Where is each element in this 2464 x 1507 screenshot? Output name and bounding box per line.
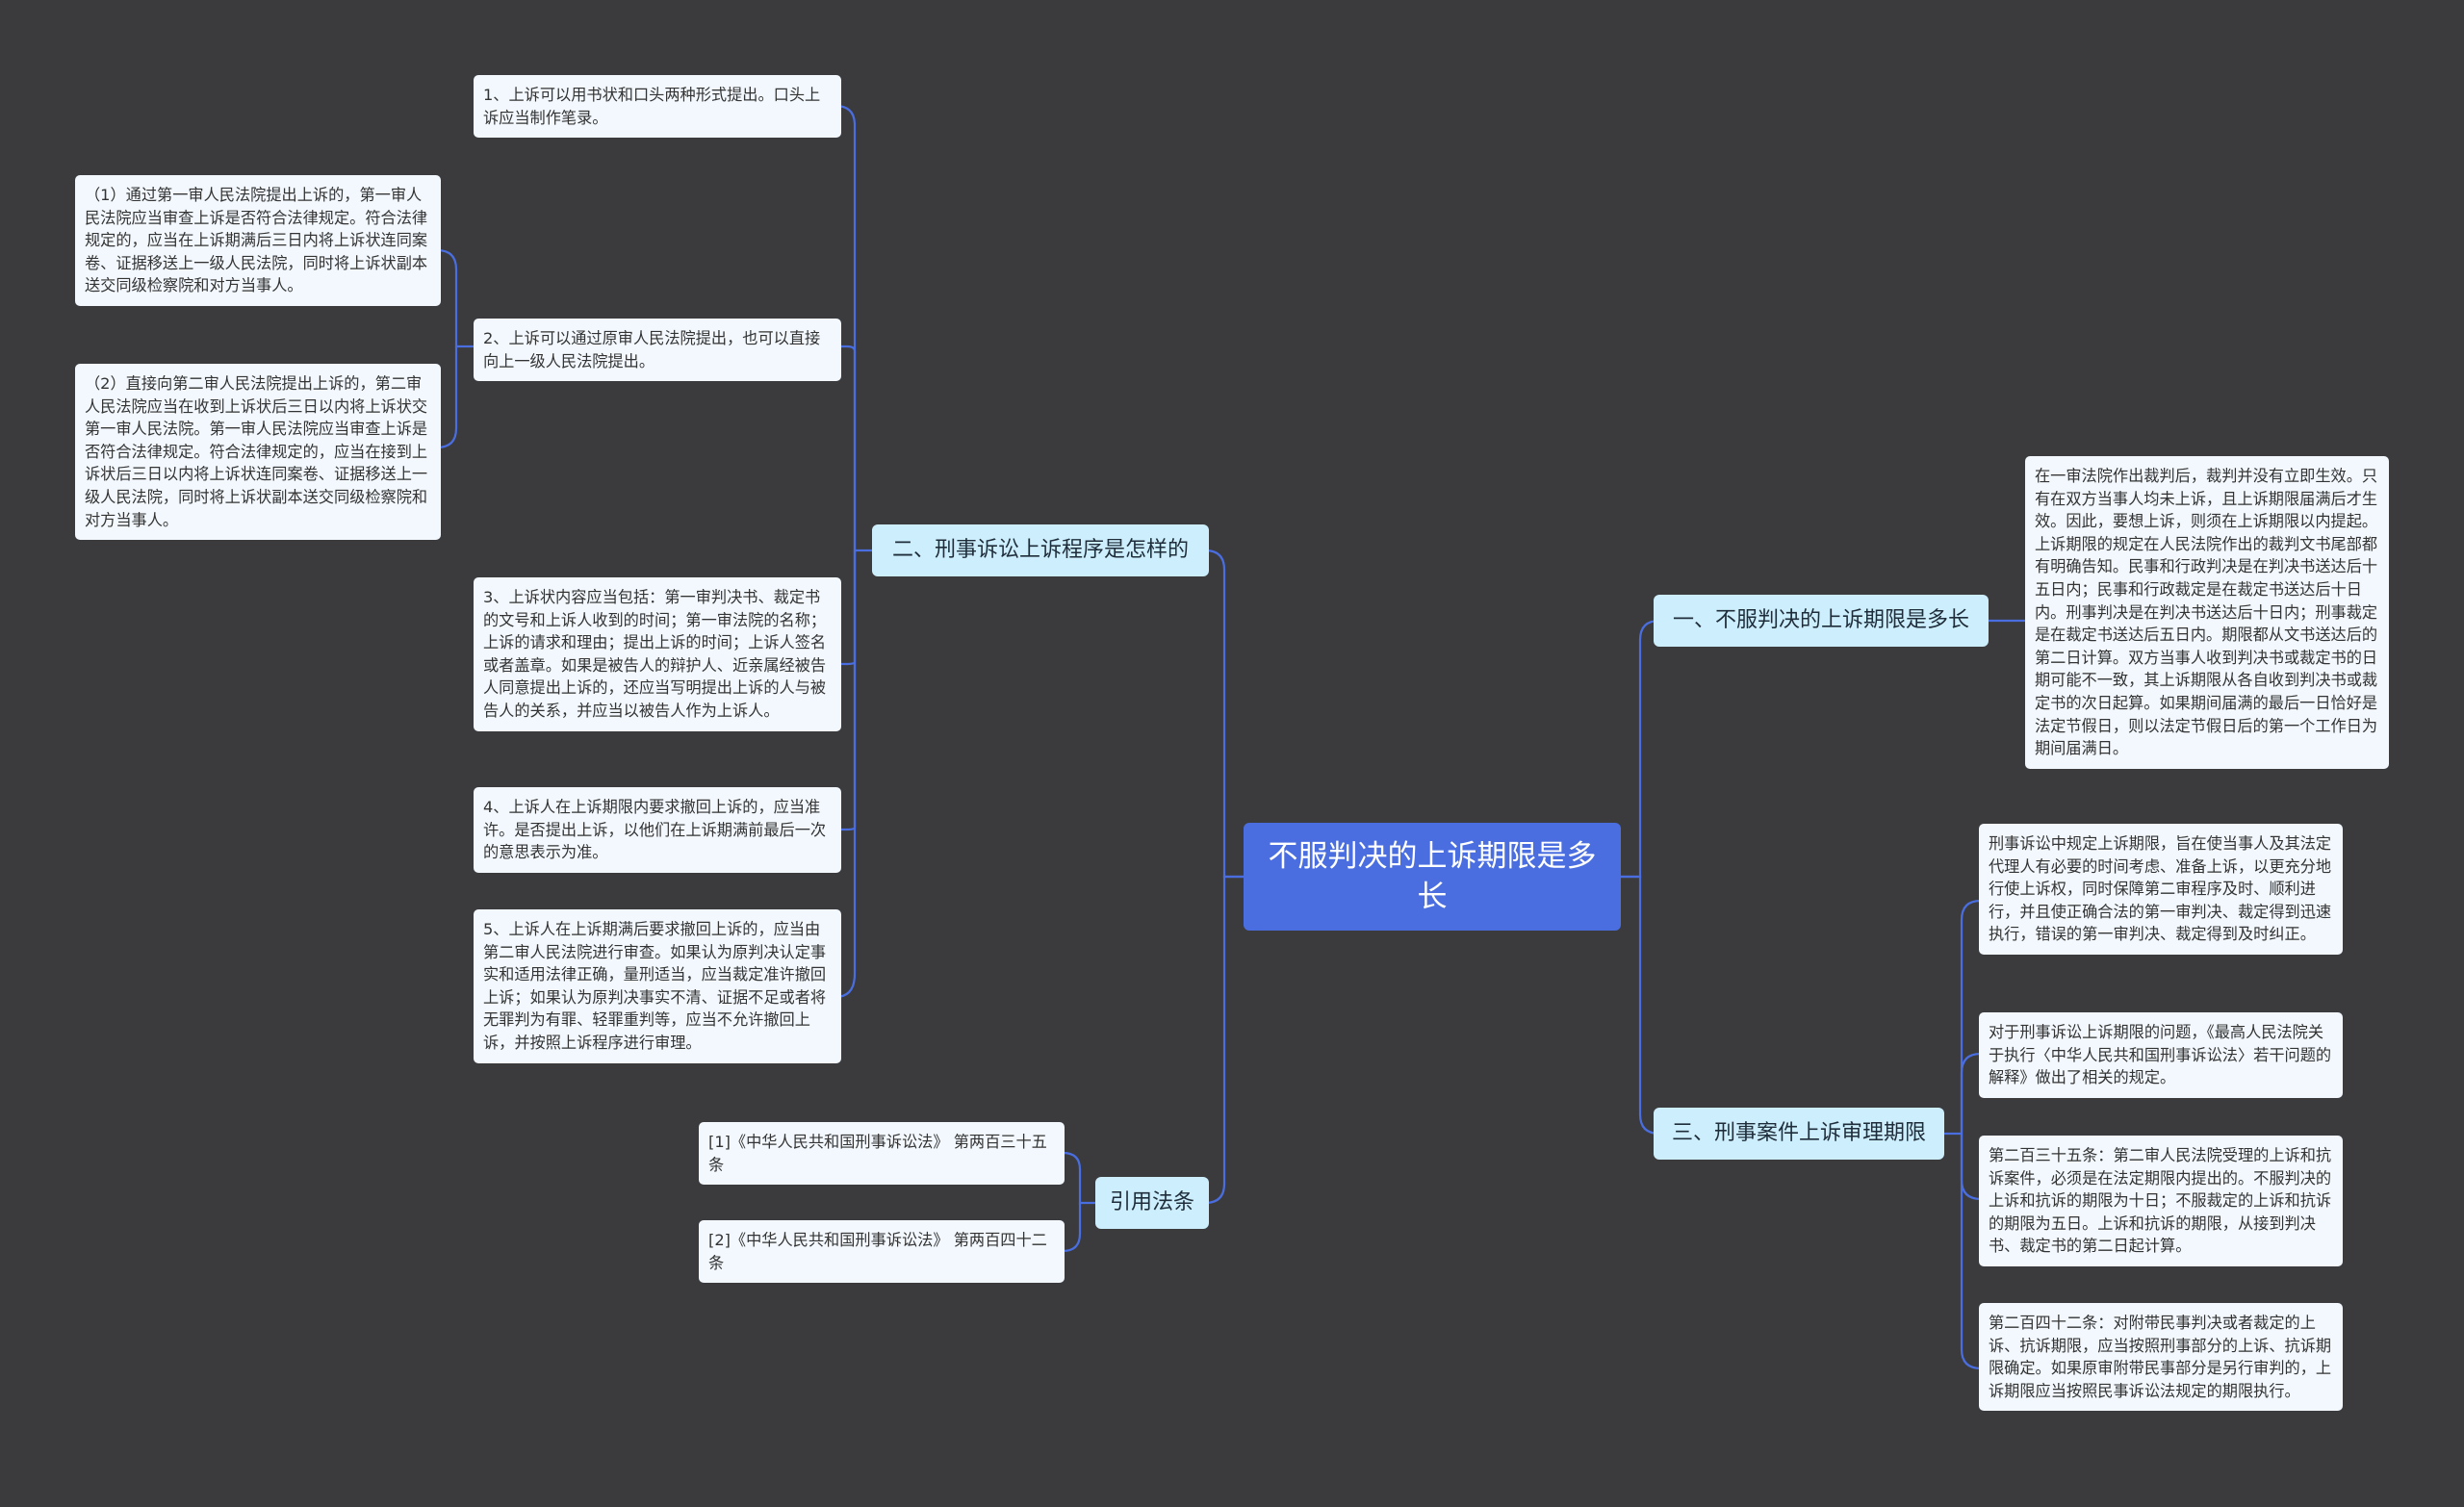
- procedure-item-1[interactable]: 1、上诉可以用书状和口头两种形式提出。口头上诉应当制作笔录。: [474, 75, 841, 139]
- procedure-subitem-1[interactable]: （1）通过第一审人民法院提出上诉的，第一审人民法院应当审查上诉是否符合法律规定。…: [75, 175, 441, 306]
- procedure-item-5[interactable]: 5、上诉人在上诉期满后要求撤回上诉的，应当由第二审人民法院进行审查。如果认为原判…: [474, 909, 841, 1063]
- branch-laws[interactable]: 引用法条: [1095, 1177, 1209, 1229]
- criminal-item-3[interactable]: 第二百三十五条：第二审人民法院受理的上诉和抗诉案件，必须是在法定期限内提出的。不…: [1979, 1136, 2343, 1266]
- procedure-item-2[interactable]: 2、上诉可以通过原审人民法院提出，也可以直接向上一级人民法院提出。: [474, 319, 841, 382]
- criminal-item-2[interactable]: 对于刑事诉讼上诉期限的问题，《最高人民法院关于执行〈中华人民共和国刑事诉讼法〉若…: [1979, 1012, 2343, 1098]
- link-root-procedure: [1204, 549, 1244, 879]
- branch-procedure[interactable]: 二、刑事诉讼上诉程序是怎样的: [872, 524, 1209, 576]
- criminal-item-4[interactable]: 第二百四十二条：对附带民事判决或者裁定的上诉、抗诉期限，应当按照刑事部分的上诉、…: [1979, 1303, 2343, 1412]
- criminal-item-1[interactable]: 刑事诉讼中规定上诉期限，旨在使当事人及其法定代理人有必要的时间考虑、准备上诉，以…: [1979, 824, 2343, 955]
- appeal-period-text[interactable]: 在一审法院作出裁判后，裁判并没有立即生效。只有在双方当事人均未上诉，且上诉期限届…: [2025, 456, 2389, 769]
- procedure-item-3[interactable]: 3、上诉状内容应当包括：第一审判决书、裁定书的文号和上诉人收到的时间；第一审法院…: [474, 577, 841, 731]
- root-topic[interactable]: 不服判决的上诉期限是多长: [1244, 823, 1621, 931]
- law-item-1[interactable]: [1]《中华人民共和国刑事诉讼法》 第两百三十五条: [699, 1122, 1065, 1186]
- law-item-2[interactable]: [2]《中华人民共和国刑事诉讼法》 第两百四十二条: [699, 1220, 1065, 1284]
- link-laws-items: [1062, 1151, 1095, 1205]
- link-root-laws: [1204, 875, 1244, 1205]
- procedure-item-4[interactable]: 4、上诉人在上诉期限内要求撤回上诉的，应当准许。是否提出上诉，以他们在上诉期满前…: [474, 787, 841, 873]
- procedure-subitem-2[interactable]: （2）直接向第二审人民法院提出上诉的，第二审人民法院应当在收到上诉状后三日以内将…: [75, 364, 441, 541]
- branch-appeal-period[interactable]: 一、不服判决的上诉期限是多长: [1654, 595, 1989, 647]
- link-item2-subitems: [436, 248, 474, 348]
- link-root-appeal: [1621, 619, 1660, 879]
- link-root-criminal: [1621, 875, 1660, 1136]
- branch-criminal-period[interactable]: 三、刑事案件上诉审理期限: [1654, 1108, 1944, 1160]
